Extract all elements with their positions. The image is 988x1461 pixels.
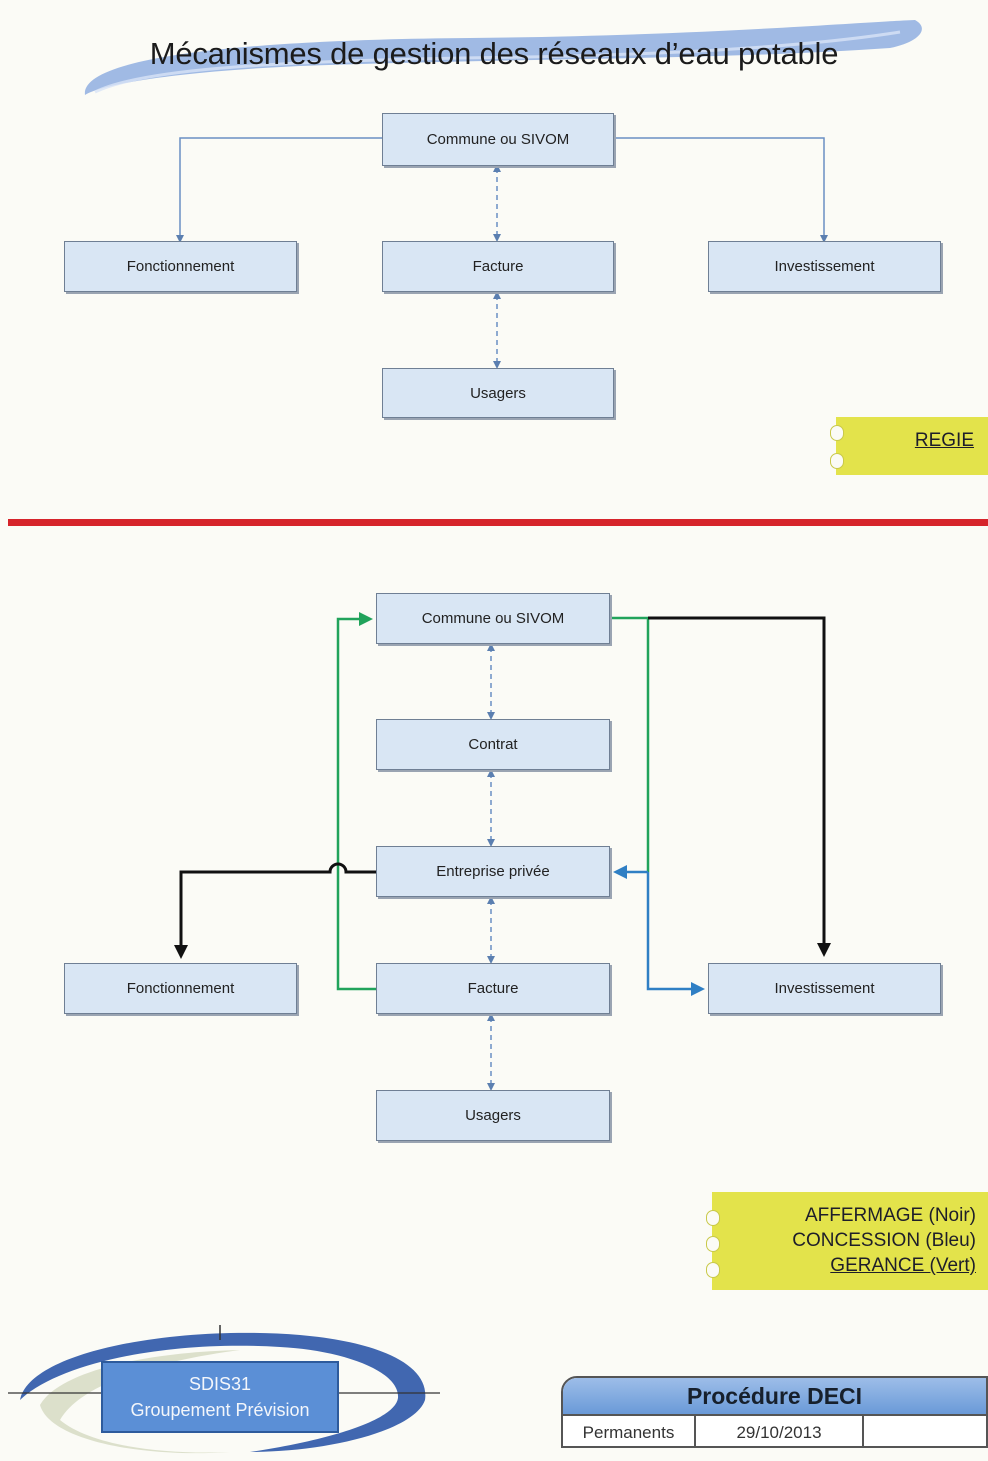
regie-box-usagers: Usagers [382, 368, 614, 418]
delegation-legend-note: AFFERMAGE (Noir) CONCESSION (Bleu) GERAN… [706, 1192, 988, 1290]
delegation-box-contrat: Contrat [376, 719, 610, 770]
sdis-name: SDIS31 [188, 1374, 252, 1394]
procedure-date: 29/10/2013 [696, 1416, 864, 1446]
regie-connectors [176, 137, 828, 369]
affermage-flows [174, 616, 831, 959]
procedure-title: Procédure DECI [563, 1378, 986, 1416]
delegation-box-investissement: Investissement [708, 963, 941, 1014]
sdis-logo-box: SDIS31 Groupement Prévision [101, 1361, 339, 1433]
legend-concession: CONCESSION (Bleu) [792, 1230, 976, 1251]
sdis-department: Groupement Prévision [130, 1400, 310, 1420]
regie-box-facture: Facture [382, 241, 614, 292]
delegation-box-usagers: Usagers [376, 1090, 610, 1141]
title-swoosh [84, 20, 922, 95]
regie-label: REGIE [914, 430, 974, 451]
legend-affermage: AFFERMAGE (Noir) [805, 1205, 976, 1226]
procedure-row: Permanents 29/10/2013 [563, 1416, 986, 1446]
regie-box-commune: Commune ou SIVOM [382, 113, 614, 166]
regie-box-investissement: Investissement [708, 241, 941, 292]
section-separator [8, 519, 988, 526]
page-title: Mécanismes de gestion des réseaux d’eau … [149, 36, 839, 71]
delegation-box-entreprise: Entreprise privée [376, 846, 610, 897]
legend-gerance: GERANCE (Vert) [830, 1255, 976, 1276]
procedure-table: Procédure DECI Permanents 29/10/2013 [561, 1376, 988, 1448]
regie-box-fonctionnement: Fonctionnement [64, 241, 297, 292]
procedure-extra [864, 1416, 986, 1446]
regie-label-note: REGIE [830, 417, 988, 475]
concession-flows [613, 865, 705, 996]
delegation-box-fonctionnement: Fonctionnement [64, 963, 297, 1014]
delegation-box-commune: Commune ou SIVOM [376, 593, 610, 644]
procedure-audience: Permanents [563, 1416, 696, 1446]
gerance-flows [336, 612, 650, 991]
delegation-box-facture: Facture [376, 963, 610, 1014]
